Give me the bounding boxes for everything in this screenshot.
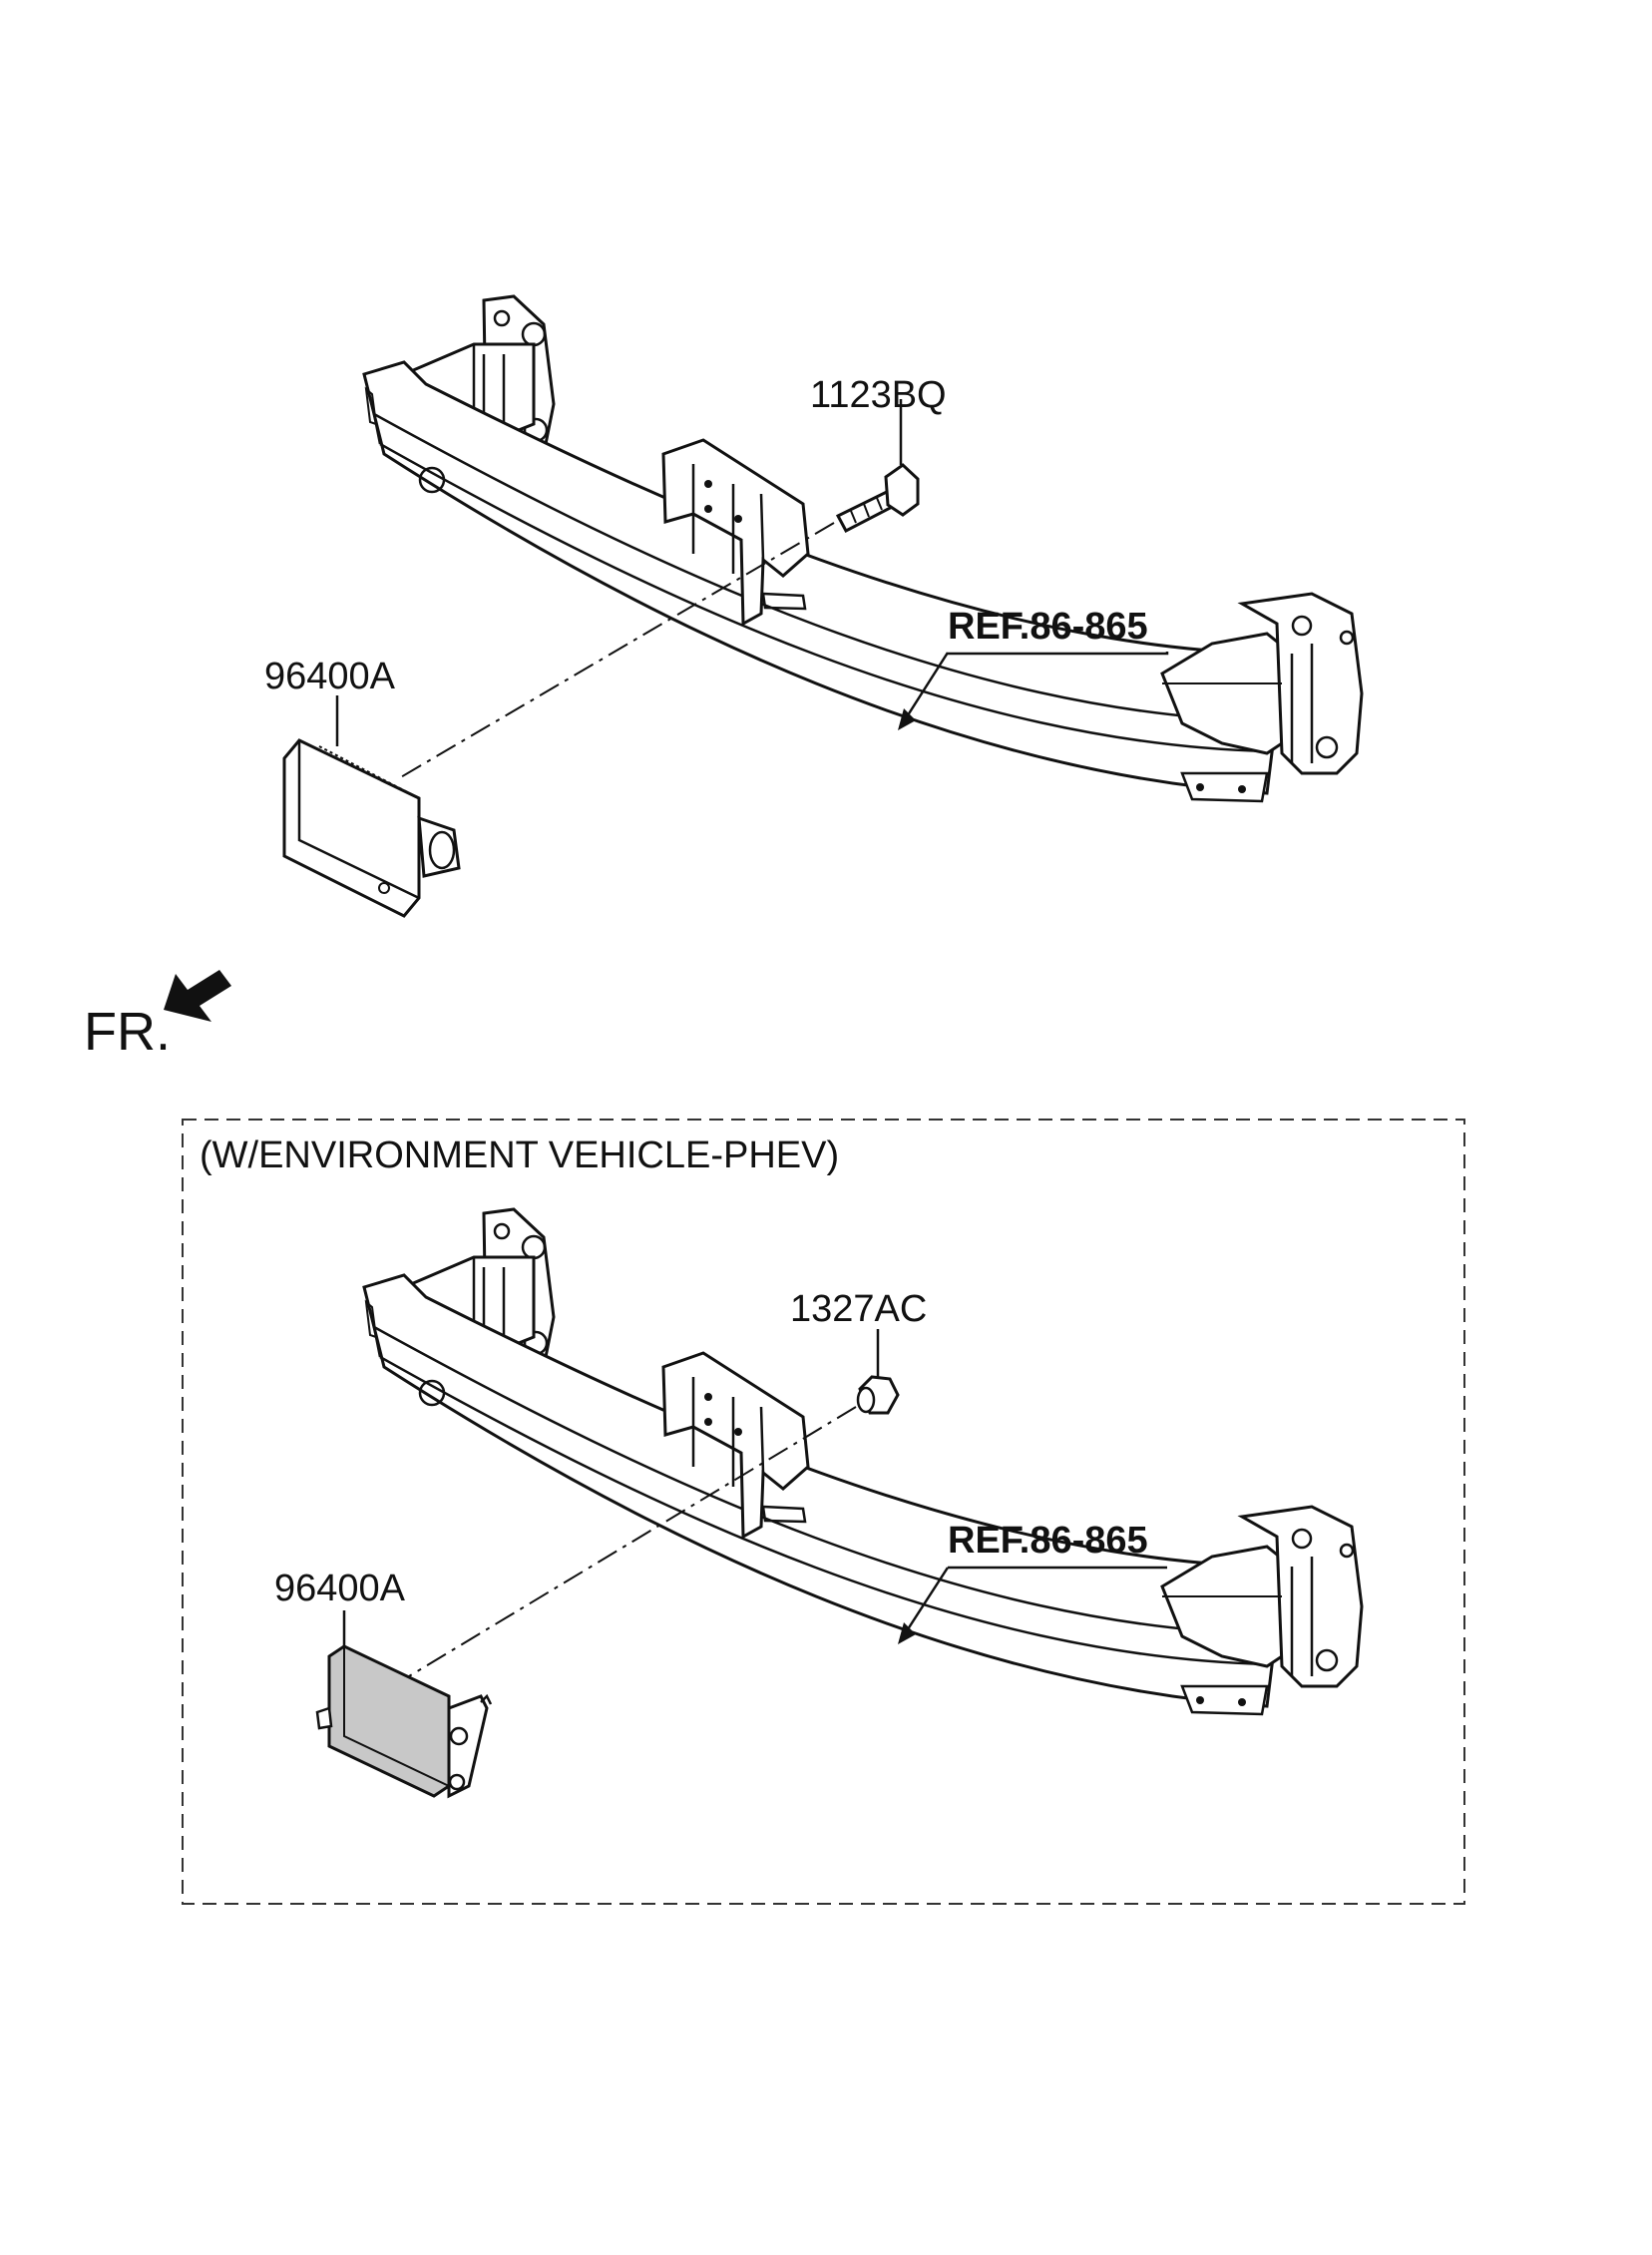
label-96400a-bottom: 96400A <box>274 1568 406 1609</box>
top-assembly: 1123BQ 96400A REF.86-865 <box>264 294 1364 918</box>
arrowhead-ref-top <box>898 708 916 730</box>
radar-module-top <box>282 738 461 918</box>
label-96400a-top: 96400A <box>264 656 396 697</box>
radar-module-bottom <box>315 1644 493 1799</box>
label-ref-bottom: REF.86-865 <box>948 1520 1148 1562</box>
front-indicator: FR. <box>84 970 231 1062</box>
label-ref-top: REF.86-865 <box>948 606 1148 648</box>
assembly-line-bottom <box>408 1406 857 1677</box>
leader-ref-top <box>904 652 1169 719</box>
bumper-beam-bottom <box>362 1207 1364 1716</box>
front-arrow-icon <box>164 970 231 1022</box>
nut-1327ac <box>856 1375 900 1415</box>
arrowhead-ref-bottom <box>898 1622 916 1644</box>
bolt-1123bq <box>835 463 920 534</box>
assembly-line-top <box>398 522 835 779</box>
label-1123bq: 1123BQ <box>810 374 947 416</box>
bumper-beam-top <box>362 294 1364 803</box>
label-1327ac: 1327AC <box>790 1288 927 1330</box>
variant-caption: (W/ENVIRONMENT VEHICLE-PHEV) <box>200 1134 839 1176</box>
variant-box: (W/ENVIRONMENT VEHICLE-PHEV) 1327AC 9640… <box>182 1119 1465 1905</box>
variant-box-border <box>182 1119 1465 1905</box>
leader-ref-bottom <box>904 1566 1167 1633</box>
label-fr: FR. <box>84 1002 171 1062</box>
